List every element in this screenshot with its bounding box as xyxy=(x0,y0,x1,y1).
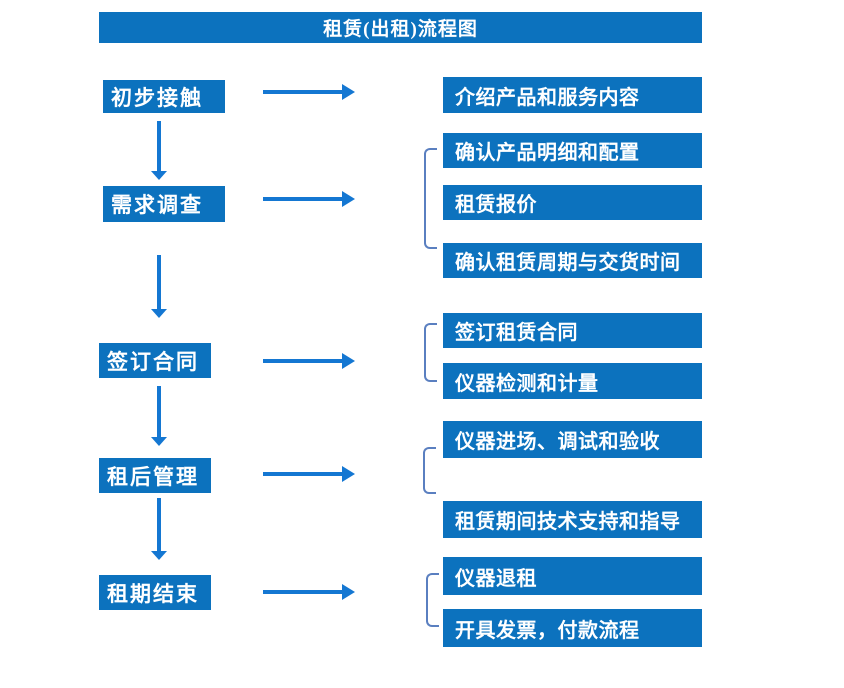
down-arrow-step2-to-step3-icon xyxy=(151,255,167,318)
arrow-head xyxy=(342,84,355,100)
right-arrow-step1-icon xyxy=(263,84,355,100)
arrow-shaft xyxy=(263,359,342,363)
arrow-head xyxy=(151,437,167,446)
bracket-step4-details xyxy=(423,447,436,494)
detail-node-introduce-products: 介绍产品和服务内容 xyxy=(443,77,702,113)
step-node-sign-contract: 签订合同 xyxy=(99,343,211,378)
right-arrow-step3-icon xyxy=(263,353,355,369)
arrow-head xyxy=(342,191,355,207)
arrow-shaft xyxy=(157,498,161,551)
detail-node-confirm-product-config: 确认产品明细和配置 xyxy=(443,133,702,168)
detail-node-invoice-payment: 开具发票，付款流程 xyxy=(443,609,702,647)
step-node-rental-end: 租期结束 xyxy=(99,575,211,610)
arrow-head xyxy=(151,309,167,318)
step-node-demand-survey: 需求调查 xyxy=(103,186,225,222)
arrow-shaft xyxy=(157,386,161,437)
right-arrow-step2-icon xyxy=(263,191,355,207)
detail-node-rental-quotation: 租赁报价 xyxy=(443,185,702,220)
arrow-shaft xyxy=(263,90,342,94)
step-node-post-rental-management: 租后管理 xyxy=(99,458,211,493)
detail-node-instrument-return: 仪器退租 xyxy=(443,557,702,595)
arrow-head xyxy=(342,584,355,600)
bracket-step5-details xyxy=(426,573,439,627)
bracket-step3-details xyxy=(424,323,437,382)
down-arrow-step4-to-step5-icon xyxy=(151,498,167,560)
detail-node-instrument-testing: 仪器检测和计量 xyxy=(443,363,702,399)
arrow-shaft xyxy=(157,121,161,171)
detail-node-technical-support: 租赁期间技术支持和指导 xyxy=(443,501,702,538)
arrow-head xyxy=(151,551,167,560)
arrow-head xyxy=(151,171,167,180)
down-arrow-step3-to-step4-icon xyxy=(151,386,167,446)
arrow-shaft xyxy=(263,590,342,594)
detail-node-confirm-period-delivery: 确认租赁周期与交货时间 xyxy=(443,243,702,278)
arrow-shaft xyxy=(157,255,161,309)
down-arrow-step1-to-step2-icon xyxy=(151,121,167,180)
bracket-step2-details xyxy=(424,148,437,249)
right-arrow-step4-icon xyxy=(263,466,355,482)
arrow-shaft xyxy=(263,197,342,201)
arrow-head xyxy=(342,466,355,482)
detail-node-sign-rental-contract: 签订租赁合同 xyxy=(443,313,702,348)
arrow-head xyxy=(342,353,355,369)
arrow-shaft xyxy=(263,472,342,476)
step-node-initial-contact: 初步接触 xyxy=(103,80,225,113)
right-arrow-step5-icon xyxy=(263,584,355,600)
detail-node-instrument-arrival-acceptance: 仪器进场、调试和验收 xyxy=(443,421,702,458)
flowchart-title: 租赁(出租)流程图 xyxy=(99,12,702,43)
